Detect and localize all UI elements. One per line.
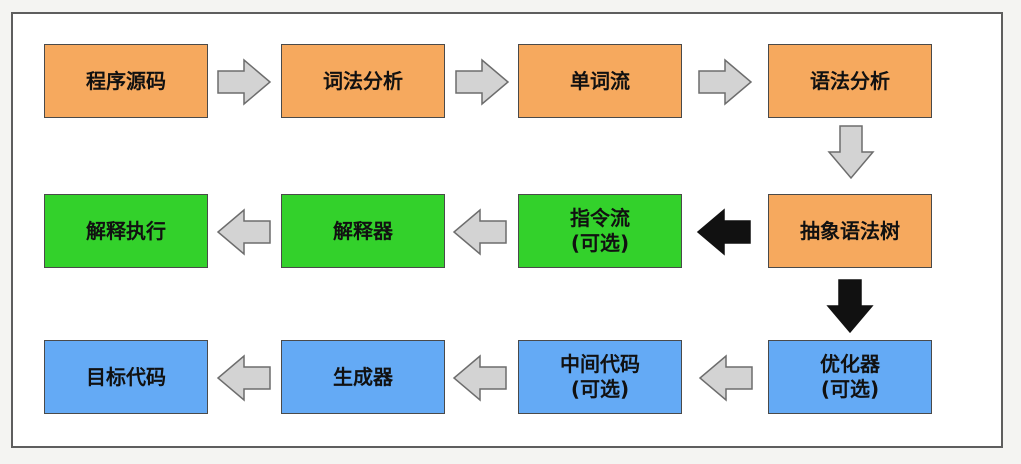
arrow-shape — [826, 279, 874, 334]
arrow-shape — [455, 58, 510, 106]
node-interpret-execute: 解释执行 — [44, 194, 208, 268]
node-label: 程序源码 — [86, 68, 166, 93]
arrow-shape — [696, 208, 751, 256]
arrow-left-icon — [696, 208, 752, 256]
arrow-left-icon — [216, 354, 272, 402]
node-interpreter: 解释器 — [281, 194, 445, 268]
node-syntax-analysis: 语法分析 — [768, 44, 932, 118]
arrow-shape — [216, 354, 271, 402]
node-sublabel: (可选) — [570, 377, 630, 401]
node-instruction-stream: 指令流 (可选) — [518, 194, 682, 268]
arrow-left-icon — [216, 208, 272, 256]
node-label: 生成器 — [333, 364, 393, 389]
arrow-shape — [827, 125, 875, 180]
node-label: 单词流 — [570, 68, 630, 93]
node-label: 指令流 — [570, 206, 630, 230]
node-sublabel: (可选) — [570, 231, 630, 255]
arrow-down-icon — [827, 124, 875, 180]
arrow-right-icon — [697, 58, 753, 106]
node-label: 优化器 — [820, 352, 880, 376]
node-token-stream: 单词流 — [518, 44, 682, 118]
node-target-code: 目标代码 — [44, 340, 208, 414]
node-intermediate-code: 中间代码 (可选) — [518, 340, 682, 414]
arrow-shape — [217, 58, 272, 106]
node-label: 中间代码 — [560, 352, 640, 376]
arrow-left-icon — [698, 354, 754, 402]
arrow-right-icon — [216, 58, 272, 106]
node-label: 解释器 — [333, 218, 393, 243]
node-generator: 生成器 — [281, 340, 445, 414]
node-label: 语法分析 — [810, 68, 890, 93]
arrow-right-icon — [454, 58, 510, 106]
node-optimizer: 优化器 (可选) — [768, 340, 932, 414]
node-lexical-analysis: 词法分析 — [281, 44, 445, 118]
arrow-shape — [698, 58, 753, 106]
node-label: 目标代码 — [86, 364, 166, 389]
arrow-shape — [452, 208, 507, 256]
arrow-shape — [698, 354, 753, 402]
node-sublabel: (可选) — [820, 377, 880, 401]
arrow-left-icon — [452, 354, 508, 402]
node-label: 解释执行 — [86, 218, 166, 243]
arrow-shape — [216, 208, 271, 256]
node-source-code: 程序源码 — [44, 44, 208, 118]
arrow-left-icon — [452, 208, 508, 256]
node-ast: 抽象语法树 — [768, 194, 932, 268]
arrow-down-icon — [826, 278, 874, 334]
node-label: 词法分析 — [323, 68, 403, 93]
arrow-shape — [452, 354, 507, 402]
node-label: 抽象语法树 — [800, 218, 900, 243]
